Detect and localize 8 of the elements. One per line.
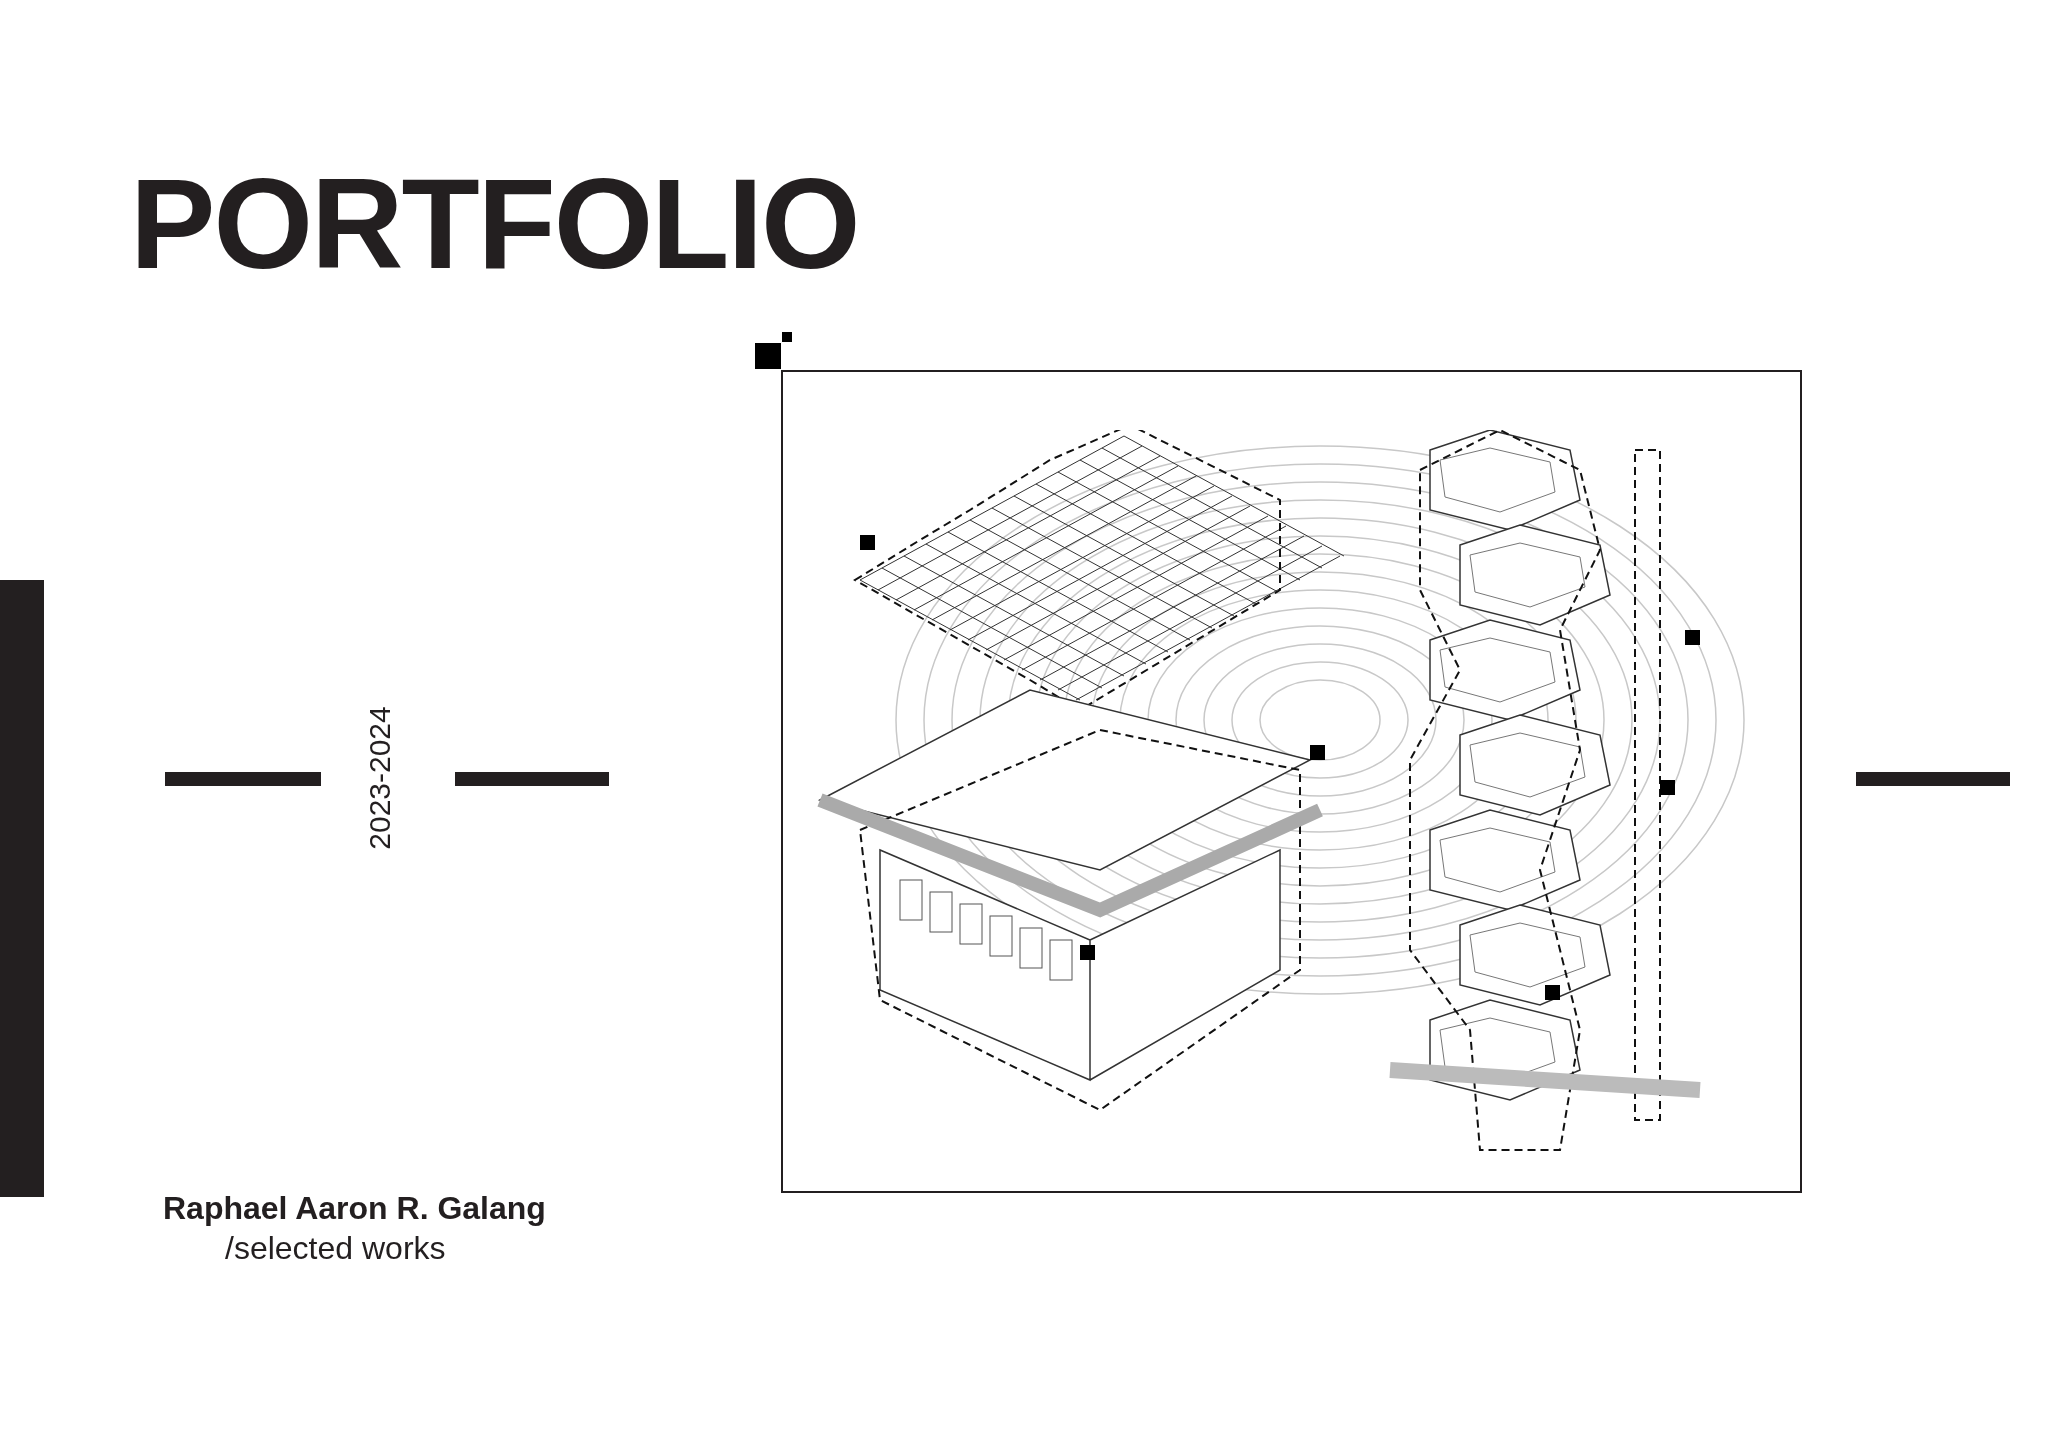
page-title: PORTFOLIO [130, 160, 859, 288]
author-name: Raphael Aaron R. Galang [163, 1190, 546, 1227]
divider-bar [1856, 772, 2010, 786]
year-range: 2023-2024 [363, 705, 397, 852]
divider-bar [455, 772, 609, 786]
divider-bar [165, 772, 321, 786]
subtitle: /selected works [225, 1230, 446, 1267]
side-bar [0, 580, 44, 1197]
